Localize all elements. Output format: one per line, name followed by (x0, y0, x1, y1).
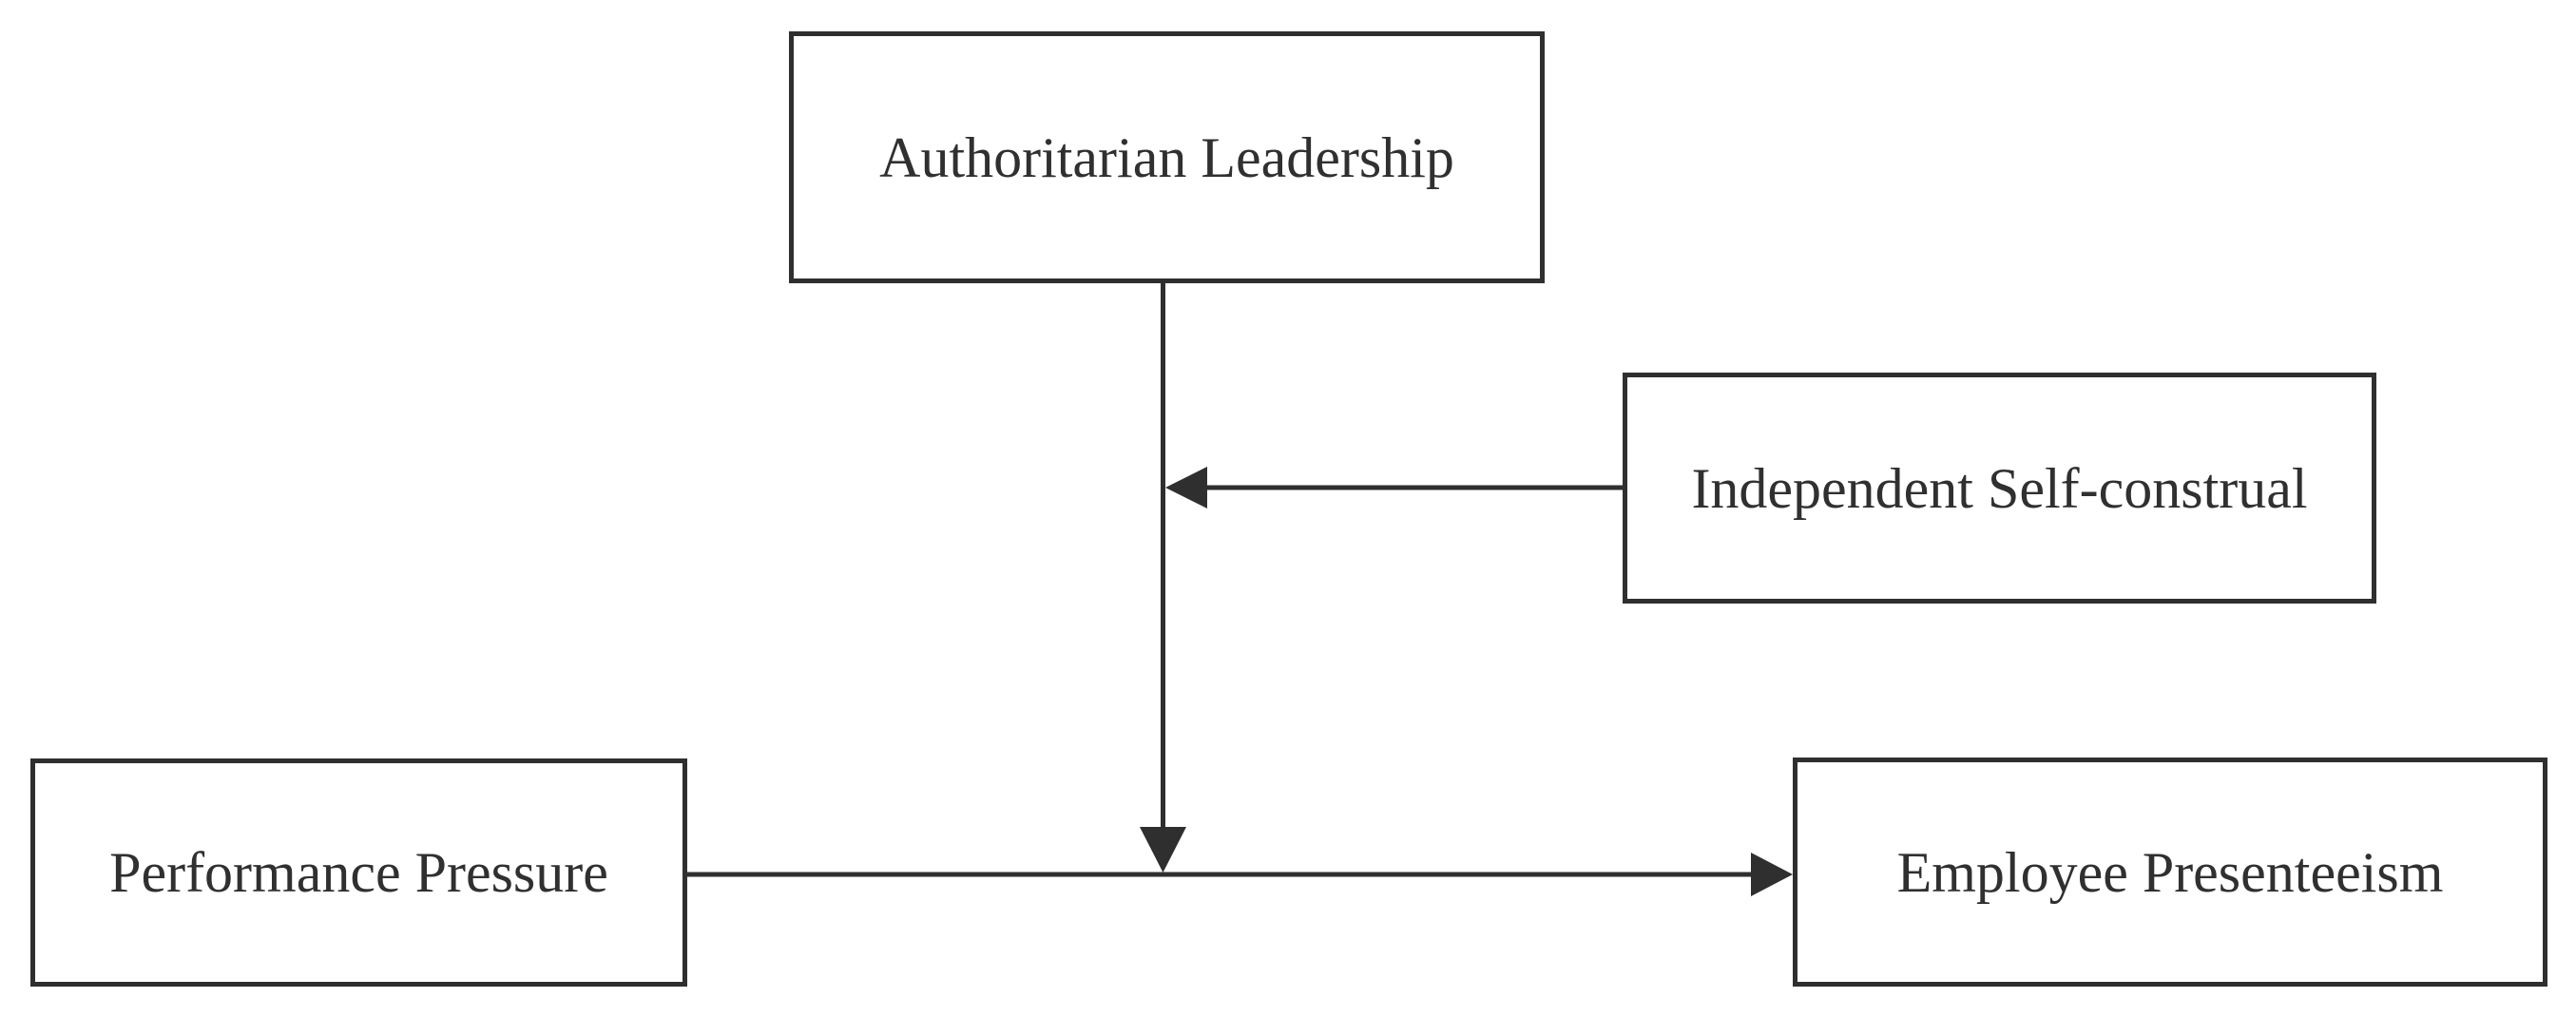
arrow-main-effect (687, 853, 1793, 896)
node-independent-self-construal-label: Independent Self-construal (1691, 456, 2308, 520)
node-performance-pressure: Performance Pressure (30, 758, 687, 987)
node-authoritarian-leadership: Authoritarian Leadership (789, 31, 1545, 283)
arrow-authoritarian-moderation (1140, 281, 1186, 873)
node-authoritarian-leadership-label: Authoritarian Leadership (879, 125, 1454, 189)
node-employee-presenteeism: Employee Presenteeism (1793, 758, 2547, 987)
node-independent-self-construal: Independent Self-construal (1623, 373, 2376, 604)
node-performance-pressure-label: Performance Pressure (109, 841, 608, 904)
node-employee-presenteeism-label: Employee Presenteeism (1896, 840, 2444, 904)
arrow-construal-moderation (1165, 467, 1623, 508)
